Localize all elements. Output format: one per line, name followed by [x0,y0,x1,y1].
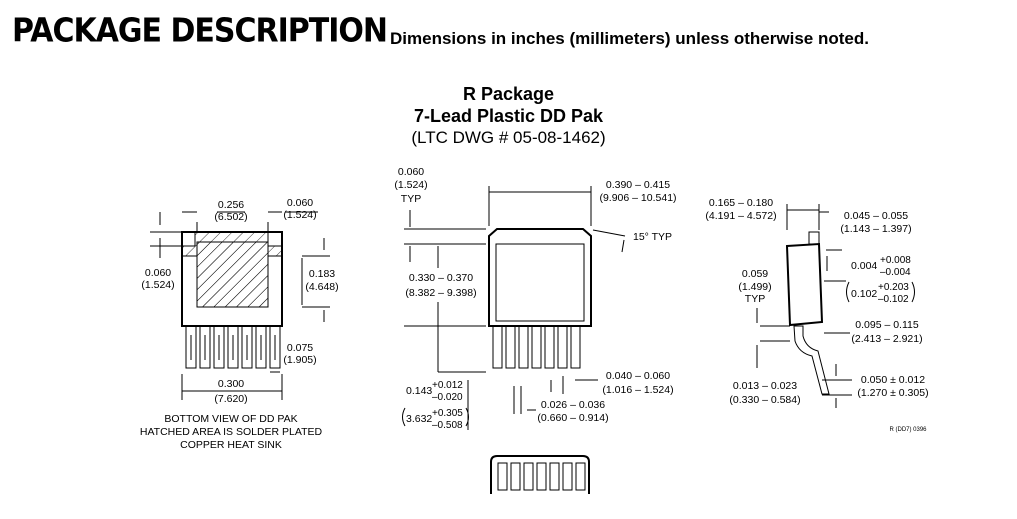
side-stand-in-minus: –0.004 [880,267,911,278]
bottom-view-leads [185,325,281,369]
side-lead-mm: (1.499) [738,281,771,293]
front-edge-view [490,455,590,494]
front-base-in-minus: –0.020 [432,392,463,403]
bottom-lead-in: 0.075 [287,342,313,354]
bottom-left-in: 0.060 [145,267,171,279]
side-stand-mm-plus: +0.203 [878,282,909,293]
front-lead-in: 0.026 – 0.036 [541,399,605,411]
front-height-in: 0.330 – 0.370 [409,272,473,284]
front-width-mm: (9.906 – 10.541) [599,192,676,204]
front-base-in-plus: +0.012 [432,380,463,391]
side-bend-mm: (2.413 – 2.921) [851,333,922,345]
bottom-lead-mm: (1.905) [283,354,316,366]
side-lead-in: 0.059 [742,268,768,280]
front-base-in: 0.143 [406,385,432,397]
bottom-tab-in: 0.060 [287,197,313,209]
side-view-lead [793,325,830,395]
front-base-mm: 3.632 [406,413,432,425]
front-base-mm-plus: +0.305 [432,408,463,419]
bottom-left-mm: (1.524) [141,279,174,291]
dimensions-note: Dimensions in inches (millimeters) unles… [390,29,869,48]
front-width-in: 0.390 – 0.415 [606,179,670,191]
side-foot-in: 0.050 ± 0.012 [861,374,925,386]
front-view-leads [492,325,581,369]
bottom-caption-2: HATCHED AREA IS SOLDER PLATED [140,426,323,438]
bottom-view: 0.256 (6.502) 0.060 (1.524) 0.060 (1.524… [140,197,339,451]
side-tab-mm: (1.143 – 1.397) [840,223,911,235]
bottom-width-mm: (6.502) [214,211,247,223]
side-bend-in: 0.095 – 0.115 [855,319,919,331]
bottom-caption-1: BOTTOM VIEW OF DD PAK [164,413,297,425]
front-height-mm: (8.382 – 9.398) [405,287,476,299]
front-top-mm: (1.524) [394,179,427,191]
front-top-typ: TYP [401,193,421,205]
bottom-span-mm: (7.620) [214,393,247,405]
front-pitch-in: 0.040 – 0.060 [606,370,670,382]
front-pitch-mm: (1.016 – 1.524) [602,384,673,396]
side-height-in: 0.165 – 0.180 [709,197,773,209]
side-stand-in: 0.004 [851,260,877,272]
side-view: 0.165 – 0.180 (4.191 – 4.572) 0.045 – 0.… [705,197,928,433]
side-thick-in: 0.013 – 0.023 [733,380,797,392]
bottom-width-in: 0.256 [218,199,244,211]
front-view-body [488,228,592,327]
front-angle: 15° TYP [633,231,672,243]
side-lead-typ: TYP [745,293,765,305]
side-view-body [785,242,824,327]
bottom-caption-3: COPPER HEAT SINK [180,439,282,451]
drawing-number: (LTC DWG # 05-08-1462) [411,128,606,147]
side-stand-mm-minus: –0.102 [878,294,909,305]
package-name: R Package [462,84,555,104]
front-base-mm-minus: –0.508 [432,420,463,431]
bottom-right-mm: (4.648) [305,281,338,293]
side-stand-mm: 0.102 [851,288,877,300]
side-tab-in: 0.045 – 0.055 [844,210,908,222]
front-view: 0.060 (1.524) TYP 0.390 – 0.415 (9.906 –… [394,166,677,494]
bottom-span-in: 0.300 [218,378,244,390]
side-thick-mm: (0.330 – 0.584) [729,394,800,406]
side-foot-mm: (1.270 ± 0.305) [857,387,928,399]
front-top-in: 0.060 [398,166,424,178]
revision-code: R (DD7) 0396 [889,427,927,433]
page-title: PACKAGE DESCRIPTION [12,12,388,51]
side-height-mm: (4.191 – 4.572) [705,210,776,222]
side-stand-in-plus: +0.008 [880,255,911,266]
front-lead-mm: (0.660 – 0.914) [537,412,608,424]
bottom-tab-mm: (1.524) [283,209,316,221]
package-type: 7-Lead Plastic DD Pak [413,106,604,126]
bottom-right-in: 0.183 [309,268,335,280]
